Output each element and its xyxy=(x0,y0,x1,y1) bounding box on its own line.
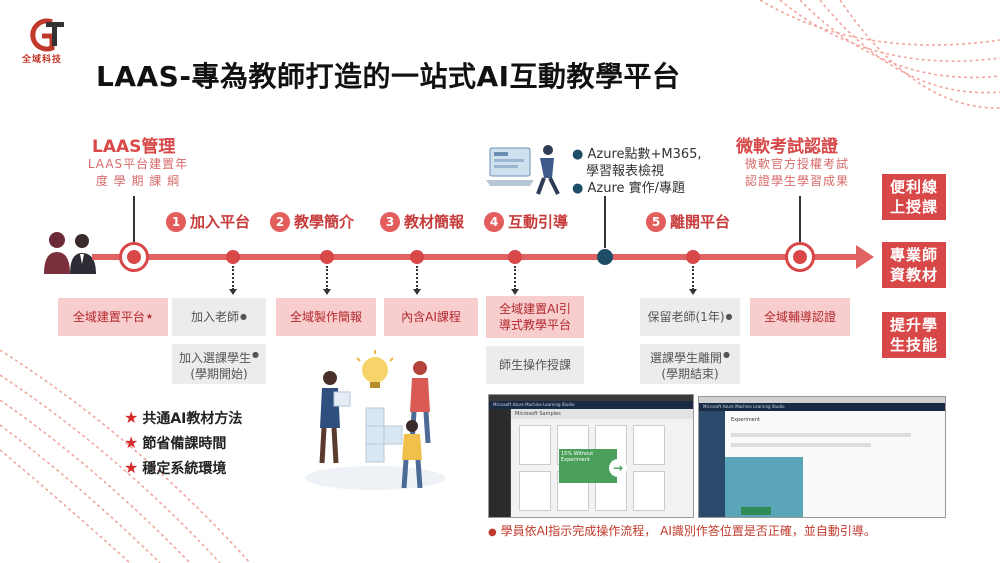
timeline-azure-node xyxy=(597,249,613,265)
azure-bullet-1: ● Azure點數+M365, xyxy=(572,147,702,162)
timeline-node-5 xyxy=(686,250,700,264)
box-make-slides: 全域製作簡報 xyxy=(276,298,376,336)
timeline-cert-node xyxy=(785,242,815,272)
node2-dash xyxy=(326,266,328,290)
azure-ml-screenshot-1: Microsoft Azure Machine Learning Studio … xyxy=(488,394,694,518)
people-icon xyxy=(44,232,96,274)
node5-dash xyxy=(692,266,694,290)
cert-sub-line2: 認證學生學習成果 xyxy=(744,174,849,188)
timeline-node-4 xyxy=(508,250,522,264)
node1-arrow xyxy=(229,289,237,295)
box-teaching-operation: 師生操作授課 xyxy=(486,346,584,384)
feature-professional-materials: 專業師資教材 xyxy=(882,242,946,288)
azure-connector xyxy=(604,196,606,248)
azure-bullet-2: ● Azure 實作/專題 xyxy=(572,181,686,196)
step-4-number: 4 xyxy=(484,211,504,232)
laas-sub-line2: 度 學 期 課 綱 xyxy=(95,174,181,188)
step-3-number: 3 xyxy=(380,211,400,232)
cert-sub-line1: 微軟官方授權考試 xyxy=(744,157,849,171)
microsoft-cert-title: 微軟考試認證 xyxy=(736,137,838,157)
microsoft-cert-subtitle: 微軟官方授權考試 認證學生學習成果 xyxy=(730,156,864,190)
timeline-node-2 xyxy=(320,250,334,264)
node2-arrow xyxy=(323,289,331,295)
laas-management-subtitle: LAAS平台建置年 度 學 期 課 綱 xyxy=(74,156,202,190)
step-1-label: 加入平台 xyxy=(190,213,251,231)
step-3-label: 教材簡報 xyxy=(404,213,465,231)
top-right-wave-decoration xyxy=(759,0,1000,109)
laptop-person-illustration xyxy=(486,145,560,195)
shot1-header: Microsoft Azure Machine Learning Studio xyxy=(489,401,693,409)
box-keep-teacher: 保留老師(1年)● xyxy=(640,298,740,336)
step-4: 4 互動引導 xyxy=(484,211,568,232)
azure-bullet-1-cont: 學習報表檢視 xyxy=(586,164,665,179)
right-connector xyxy=(799,196,801,242)
star-icon: ★ xyxy=(124,433,139,452)
timeline-start-node xyxy=(119,242,149,272)
star-icon: ★ xyxy=(124,458,139,477)
timeline-arrow xyxy=(856,245,874,269)
shot2-title: Experiment xyxy=(731,417,760,423)
screenshot-caption: ● 學員依AI指示完成操作流程， AI識別作答位置是否正確，並自動引導。 xyxy=(488,524,876,538)
node1-dash xyxy=(232,266,234,290)
star-icon: ★ xyxy=(124,408,139,427)
step-1-number: 1 xyxy=(166,211,186,232)
box-build-platform: 全域建置平台★ xyxy=(58,298,168,336)
box-add-teacher: 加入老師● xyxy=(172,298,266,336)
azure-bullet-list: ● Azure點數+M365, 學習報表檢視 ● Azure 實作/專題 xyxy=(572,146,702,197)
timeline-node-3 xyxy=(410,250,424,264)
bottom-left-wave-decoration xyxy=(0,349,251,563)
azure-ml-screenshot-2: Microsoft Azure Machine Learning Studio … xyxy=(698,396,946,518)
step-5-label: 離開平台 xyxy=(670,213,731,231)
benefit-2: ★節省備課時間 xyxy=(124,433,227,452)
team-idea-illustration xyxy=(305,350,445,490)
laas-sub-line1: LAAS平台建置年 xyxy=(87,157,189,171)
step-2-number: 2 xyxy=(270,211,290,232)
node3-dash xyxy=(416,266,418,290)
timeline-node-1 xyxy=(226,250,240,264)
box-add-students: 加入選課學生● (學期開始) xyxy=(172,344,266,384)
node4-dash xyxy=(514,266,516,290)
shot2-header: Microsoft Azure Machine Learning Studio xyxy=(699,403,945,411)
step-2-label: 教學簡介 xyxy=(294,213,355,231)
timeline-line xyxy=(92,254,862,260)
node4-arrow xyxy=(511,289,519,295)
arrow-right-icon: → xyxy=(609,459,627,477)
node5-arrow xyxy=(689,289,697,295)
shot1-subheader: Microsoft Samples xyxy=(511,409,693,419)
benefit-1: ★共通AI教材方法 xyxy=(124,408,243,427)
step-1: 1 加入平台 xyxy=(166,211,250,232)
step-4-label: 互動引導 xyxy=(508,213,569,231)
box-students-leave: 選課學生離開● (學期結束) xyxy=(640,344,740,384)
step-3: 3 教材簡報 xyxy=(380,211,464,232)
feature-student-skills: 提升學生技能 xyxy=(882,312,946,358)
benefit-3: ★穩定系統環境 xyxy=(124,458,227,477)
company-logo xyxy=(30,18,64,52)
step-2: 2 教學簡介 xyxy=(270,211,354,232)
shot1-popup: 15% Without Experiment xyxy=(559,449,617,483)
logo-text: 全域科技 xyxy=(22,55,63,65)
node3-arrow xyxy=(413,289,421,295)
step-5-number: 5 xyxy=(646,211,666,232)
left-connector xyxy=(133,196,135,242)
step-5: 5 離開平台 xyxy=(646,211,730,232)
box-ai-course: 內含AI課程 xyxy=(384,298,478,336)
page-title: LAAS-專為教師打造的一站式AI互動教學平台 xyxy=(96,60,681,93)
box-cert-coaching: 全域輔導認證 xyxy=(750,298,850,336)
laas-management-title: LAAS管理 xyxy=(92,137,176,157)
feature-online-teaching: 便利線上授課 xyxy=(882,174,946,220)
benefit-list: ★共通AI教材方法 ★節省備課時間 ★穩定系統環境 xyxy=(124,406,242,481)
box-ai-guided-platform: 全域建置AI引 導式教學平台 xyxy=(486,296,584,338)
